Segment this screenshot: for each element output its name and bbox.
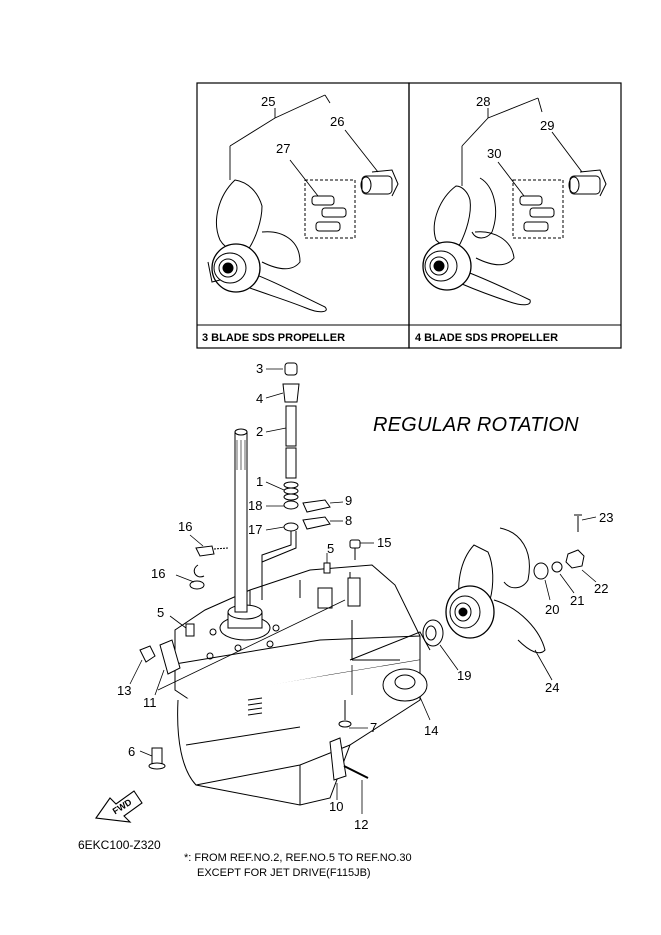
callout-4: 4 [256,391,263,406]
callout-14: 14 [424,723,438,738]
sds-insert-kit-4-blade [512,169,607,239]
callout-10: 10 [329,799,343,814]
callout-25: 25 [261,94,275,109]
callout-1: 1 [256,474,263,489]
inset-leaders-3-blade [229,94,379,197]
callout-23: 23 [599,510,613,525]
callout-15: 15 [377,535,391,550]
callout-18: 18 [248,498,262,513]
callout-11: 11 [143,695,157,710]
footnote-line-2: EXCEPT FOR JET DRIVE(F115JB) [197,867,371,879]
callout-16-lower: 16 [151,566,165,581]
callout-5-lower: 5 [157,605,164,620]
callout-29: 29 [540,118,554,133]
callout-3: 3 [256,361,263,376]
callout-7: 7 [370,720,377,735]
callout-12: 12 [354,817,368,832]
inset-caption-4-blade: 4 BLADE SDS PROPELLER [415,332,558,344]
callout-2: 2 [256,424,263,439]
small-fastener-parts-drawing [139,539,369,781]
callout-28: 28 [476,94,490,109]
callout-16-upper: 16 [178,519,192,534]
sds-insert-kit-3-blade [304,169,399,239]
callout-21: 21 [570,593,584,608]
callout-6: 6 [128,744,135,759]
callout-30: 30 [487,146,501,161]
diagram-code: 6EKC100-Z320 [78,838,161,852]
callout-leaders [129,368,597,814]
propeller-4-blade-drawing [422,177,531,306]
callout-22: 22 [594,581,608,596]
callout-24: 24 [545,680,559,695]
rotation-label: REGULAR ROTATION [373,414,579,436]
callout-17: 17 [248,522,262,537]
callout-27: 27 [276,141,290,156]
inset-frame-4-blade [408,82,622,349]
fwd-arrow-icon: FWD [95,790,143,823]
callout-8: 8 [345,513,352,528]
callout-5-upper: 5 [327,541,334,556]
inset-caption-3-blade: 3 BLADE SDS PROPELLER [202,332,345,344]
callout-26: 26 [330,114,344,129]
callout-20: 20 [545,602,559,617]
callout-13: 13 [117,683,131,698]
propeller-3-blade-drawing [207,179,327,313]
inset-leaders-4-blade [461,97,583,197]
propeller-main-drawing [351,514,585,702]
lower-unit-housing-drawing [174,428,431,806]
water-tube-stack-drawing [261,362,331,600]
footnote-line-1: *: FROM REF.NO.2, REF.NO.5 TO REF.NO.30 [184,852,412,864]
callout-19: 19 [457,668,471,683]
callout-9: 9 [345,493,352,508]
